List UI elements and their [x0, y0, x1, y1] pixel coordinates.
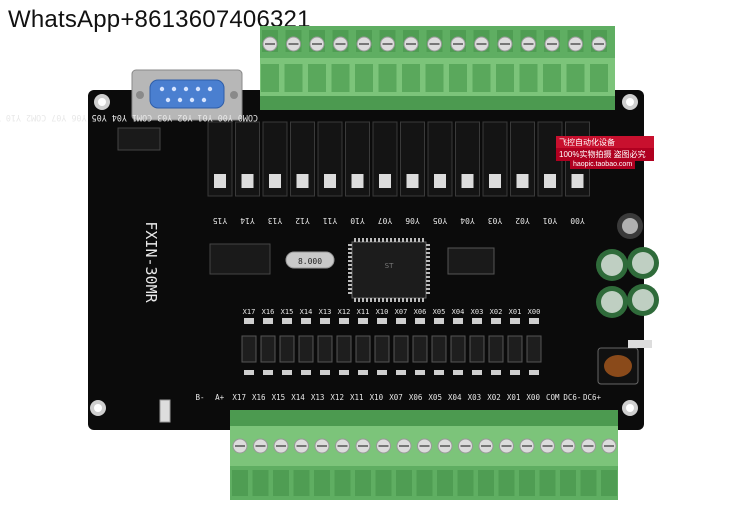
input-label: X13	[319, 308, 332, 316]
output-label: Y05	[433, 216, 448, 225]
input-label: X03	[471, 308, 484, 316]
driver-ic	[447, 247, 495, 275]
bottom-terminal-label: X00	[526, 393, 540, 402]
bottom-terminal-label: X14	[291, 393, 305, 402]
output-label: Y04	[460, 216, 475, 225]
bottom-terminal-label: X13	[311, 393, 325, 402]
output-label: Y14	[240, 216, 255, 225]
bottom-terminal-labels: B- A+ X17 X16 X15 X14 X13 X12 X11 X10 X07 X06 X05 X04…	[195, 393, 601, 402]
bottom-terminal-label: X07	[389, 393, 403, 402]
bottom-terminal-label: B-	[195, 393, 204, 402]
bottom-terminal-label: X03	[468, 393, 482, 402]
bottom-terminal-label: COM	[546, 393, 560, 402]
input-label: X01	[509, 308, 522, 316]
bottom-terminal-block	[230, 410, 618, 500]
input-label: X04	[452, 308, 465, 316]
output-label: Y03	[488, 216, 503, 225]
input-label: X12	[338, 308, 351, 316]
output-labels: Y15 Y14 Y13 Y12 Y11 Y10 Y07 Y06 Y05 Y04 Y03 Y02 Y01 Y…	[213, 216, 585, 225]
model-label: FXIN-30MR	[142, 221, 160, 303]
main-mcu-chip: ST	[348, 238, 430, 302]
relay-row	[207, 121, 590, 197]
input-label: X05	[433, 308, 446, 316]
top-terminal-block	[260, 26, 615, 110]
input-label: X11	[357, 308, 370, 316]
bottom-terminal-label: DC6+	[583, 393, 602, 402]
output-label: Y13	[268, 216, 283, 225]
bottom-terminal-label: A+	[215, 393, 225, 402]
input-label: X17	[243, 308, 256, 316]
output-label: Y15	[213, 216, 228, 225]
input-label: X02	[490, 308, 503, 316]
crystal-oscillator: 8.000	[285, 251, 335, 269]
optocoupler-row	[241, 318, 542, 375]
shop-stamp-line3: haopic.taobao.com	[570, 160, 636, 169]
shop-stamp-line1: 飞控自动化设备	[556, 136, 654, 149]
db9-serial-connector	[131, 69, 243, 121]
svg-text:ST: ST	[385, 262, 394, 270]
input-label: X07	[395, 308, 408, 316]
bottom-terminal-label: X06	[409, 393, 423, 402]
bottom-terminal-label: X05	[428, 393, 442, 402]
shop-stamp-line2: 100%实物拍摄 盗图必究	[556, 148, 654, 161]
input-labels: X17 X16 X15 X14 X13 X12 X11 X10 X07 X06 X05 X04 X03 X…	[243, 308, 541, 316]
bottom-terminal-label: X12	[330, 393, 344, 402]
input-label: X10	[376, 308, 389, 316]
input-label: X06	[414, 308, 427, 316]
bottom-terminal-label: X11	[350, 393, 364, 402]
crystal-label: 8.000	[298, 257, 322, 266]
bottom-terminal-label: X04	[448, 393, 462, 402]
input-label: X00	[528, 308, 541, 316]
bottom-terminal-label: X15	[272, 393, 286, 402]
bottom-terminal-label: X16	[252, 393, 266, 402]
input-label: X16	[262, 308, 275, 316]
output-label: Y00	[570, 216, 585, 225]
input-label: X14	[300, 308, 313, 316]
input-label: X15	[281, 308, 294, 316]
power-inductor	[597, 340, 652, 385]
left-ics	[117, 127, 271, 275]
output-label: Y02	[515, 216, 530, 225]
output-label: Y01	[543, 216, 558, 225]
bottom-terminal-label: DC6-	[563, 393, 581, 402]
top-terminal-labels: COM0 Y00 Y01 Y02 Y03 COM1 Y04 Y05 Y06 Y0…	[0, 113, 258, 123]
dip-switch	[159, 399, 171, 423]
bottom-terminal-label: X01	[507, 393, 521, 402]
electrolytic-capacitors	[596, 213, 659, 318]
output-label: Y06	[405, 216, 420, 225]
output-label: Y07	[378, 216, 393, 225]
output-label: Y10	[350, 216, 365, 225]
bottom-terminal-label: X10	[370, 393, 384, 402]
bottom-terminal-label: X17	[232, 393, 246, 402]
output-label: Y12	[295, 216, 310, 225]
output-label: Y11	[323, 216, 338, 225]
bottom-terminal-label: X02	[487, 393, 501, 402]
mounting-holes	[90, 94, 638, 416]
